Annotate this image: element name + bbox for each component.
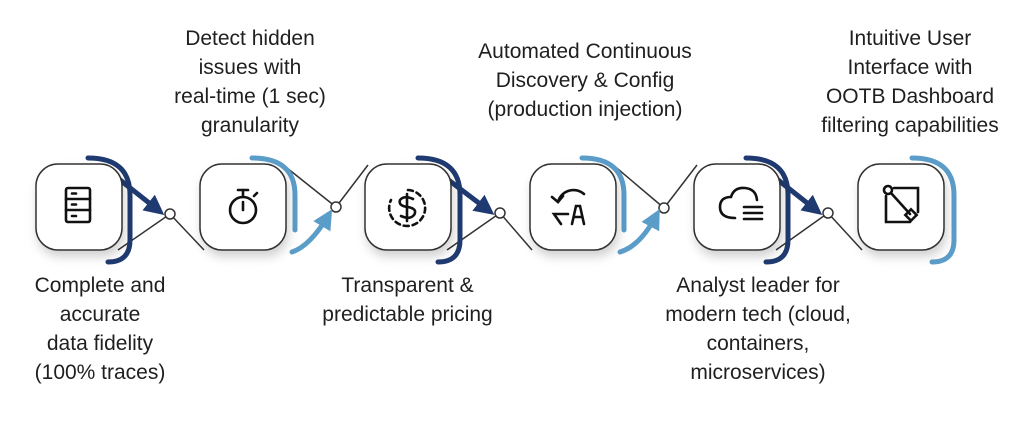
arc-5 — [743, 155, 791, 265]
card-5 — [693, 163, 781, 251]
cards — [35, 163, 945, 251]
connector-5 — [446, 212, 501, 251]
connector-7 — [611, 163, 665, 209]
connector-1 — [117, 213, 171, 251]
connector-node-5 — [822, 207, 834, 219]
connector-node-1 — [164, 208, 176, 220]
connector-2 — [169, 213, 205, 251]
connector-9 — [775, 212, 829, 251]
arc-6 — [909, 155, 957, 265]
arrow-4 — [617, 208, 660, 255]
arc-4 — [579, 155, 627, 233]
card-4 — [529, 163, 617, 251]
step-4-label: Automated Continuous Discovery & Config … — [478, 40, 692, 121]
connector-8 — [663, 164, 698, 209]
connector-10 — [827, 212, 863, 251]
arc-2 — [249, 155, 298, 233]
dollar-cycle-icon — [387, 188, 427, 228]
connector-node-2 — [330, 201, 342, 213]
step-5-label: Analyst leader for modern tech (cloud, c… — [665, 274, 851, 384]
network-node-icon — [882, 184, 920, 224]
connector-6 — [499, 212, 533, 251]
connector-node-4 — [658, 202, 670, 214]
step-6-label: Intuitive User Interface with OOTB Dashb… — [821, 27, 999, 137]
arc-1 — [85, 155, 133, 265]
cloud-list-icon — [718, 186, 764, 221]
step-2-label: Detect hidden issues with real-time (1 s… — [174, 27, 326, 137]
connector-4 — [335, 164, 369, 208]
card-1 — [35, 163, 123, 251]
server-icon — [64, 186, 92, 224]
stopwatch-icon — [228, 188, 259, 225]
step-3-label: Transparent & predictable pricing — [322, 274, 493, 326]
connector-node-3 — [494, 207, 506, 219]
connector-nodes — [164, 201, 834, 220]
card-6 — [857, 163, 945, 251]
arrow-2 — [289, 209, 333, 255]
auto-refresh-icon — [550, 188, 586, 226]
step-1-label: Complete and accurate data fidelity (100… — [34, 274, 166, 384]
arc-3 — [415, 155, 463, 265]
